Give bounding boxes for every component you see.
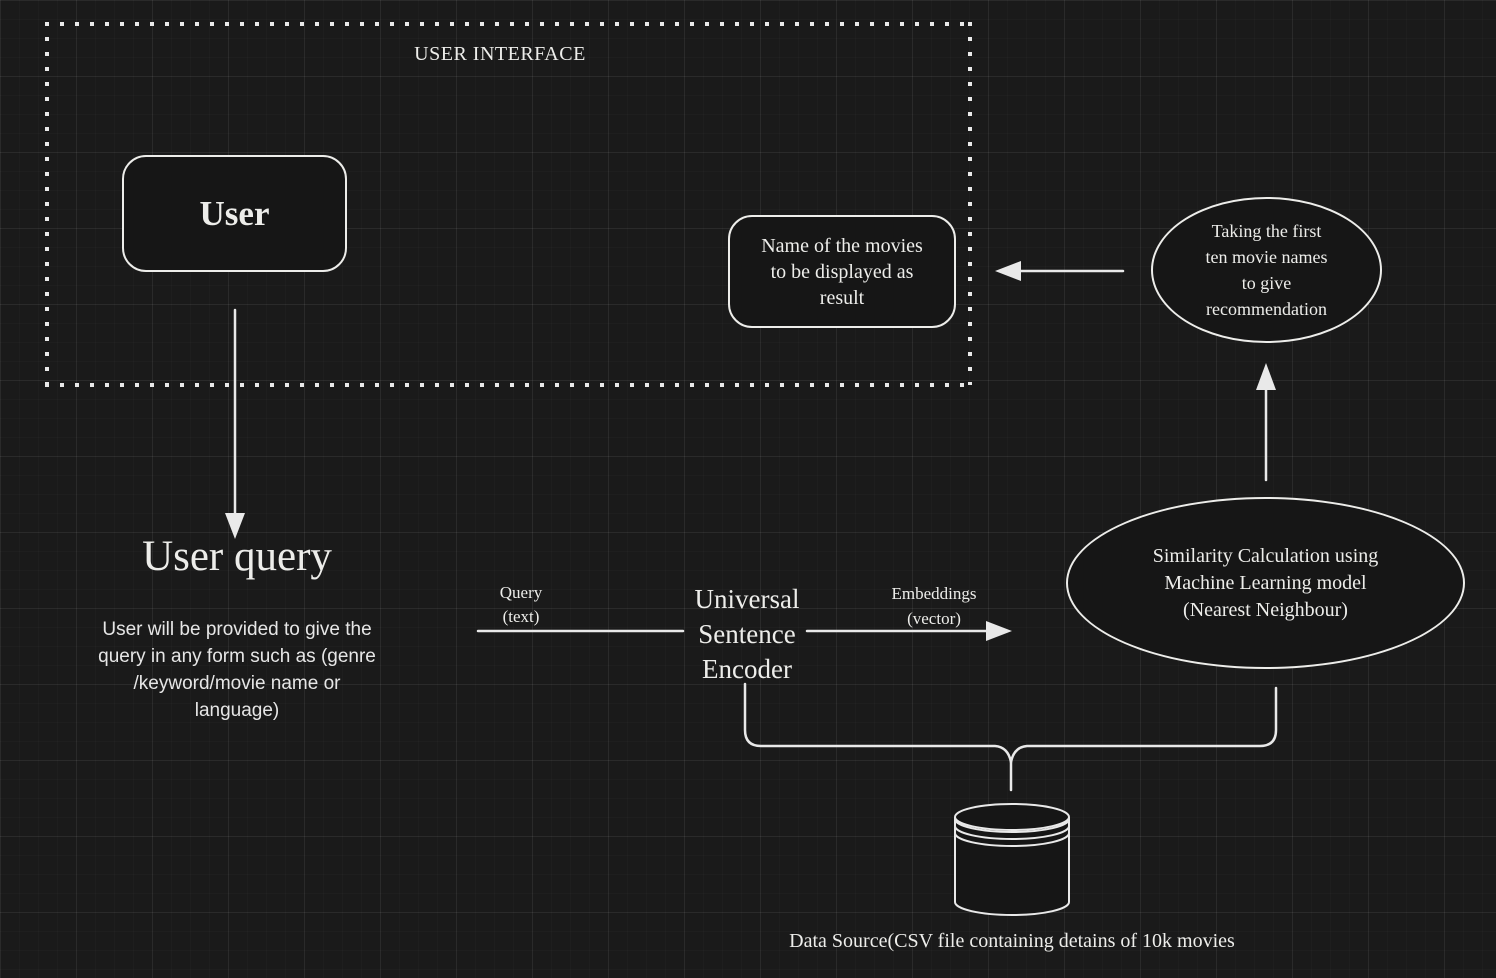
user-query-label[interactable]: User query bbox=[142, 533, 332, 580]
encoder-line: Encoder bbox=[702, 654, 792, 684]
encoder-line: Universal bbox=[694, 584, 800, 614]
result-node-line: result bbox=[819, 286, 865, 309]
ui-frame-bottom-border bbox=[45, 383, 972, 387]
result-node-line: Name of the movies bbox=[761, 234, 923, 257]
top-ten-recommendation-node[interactable]: Taking the first ten movie names to give… bbox=[1151, 197, 1382, 343]
data-source-label[interactable]: Data Source(CSV file containing detains … bbox=[789, 930, 1235, 952]
universal-sentence-encoder-node[interactable]: Universal Sentence Encoder bbox=[647, 582, 847, 687]
similarity-to-recommendation-arrow[interactable] bbox=[1256, 363, 1276, 482]
encoder-line: Sentence bbox=[698, 619, 796, 649]
similarity-calculation-node[interactable]: Similarity Calculation using Machine Lea… bbox=[1066, 497, 1465, 669]
top-ten-line: Taking the first bbox=[1211, 221, 1322, 241]
ui-frame-left-border bbox=[45, 22, 49, 385]
result-node-line: to be displayed as bbox=[770, 260, 914, 283]
merge-brace[interactable] bbox=[743, 682, 1278, 792]
result-node[interactable]: Name of the movies to be displayed as re… bbox=[728, 215, 956, 328]
similarity-line: (Nearest Neighbour) bbox=[1183, 598, 1348, 621]
embeddings-edge-label-line: (vector) bbox=[907, 609, 961, 628]
similarity-line: Similarity Calculation using bbox=[1152, 544, 1379, 567]
top-ten-line: recommendation bbox=[1206, 299, 1327, 319]
embeddings-edge-label-line: Embeddings bbox=[891, 584, 977, 603]
ui-frame-top-border bbox=[45, 22, 972, 26]
user-to-query-arrow[interactable] bbox=[225, 308, 245, 539]
embeddings-vector-edge-label[interactable]: Embeddings (vector) bbox=[859, 581, 1009, 631]
query-text-edge-label-line: Query bbox=[499, 583, 543, 602]
user-query-description-line: /keyword/movie name or bbox=[133, 673, 341, 694]
top-ten-line: to give bbox=[1241, 273, 1292, 293]
database-cylinder-icon[interactable] bbox=[954, 803, 1070, 916]
ui-frame-right-border bbox=[968, 22, 972, 385]
user-query-description[interactable]: User will be provided to give the query … bbox=[62, 616, 412, 724]
user-node[interactable]: User bbox=[122, 155, 347, 272]
recommendation-to-result-arrow[interactable] bbox=[995, 261, 1125, 281]
top-ten-line: ten movie names bbox=[1205, 247, 1328, 267]
user-query-description-line: language) bbox=[194, 700, 280, 721]
ui-frame-title[interactable]: USER INTERFACE bbox=[414, 43, 586, 65]
user-node-label: User bbox=[199, 193, 270, 233]
query-text-edge-label[interactable]: Query (text) bbox=[471, 581, 571, 629]
similarity-line: Machine Learning model bbox=[1164, 571, 1367, 594]
query-text-edge-label-line: (text) bbox=[502, 607, 540, 626]
user-query-description-line: query in any form such as (genre bbox=[98, 646, 376, 667]
user-query-description-line: User will be provided to give the bbox=[102, 619, 372, 640]
